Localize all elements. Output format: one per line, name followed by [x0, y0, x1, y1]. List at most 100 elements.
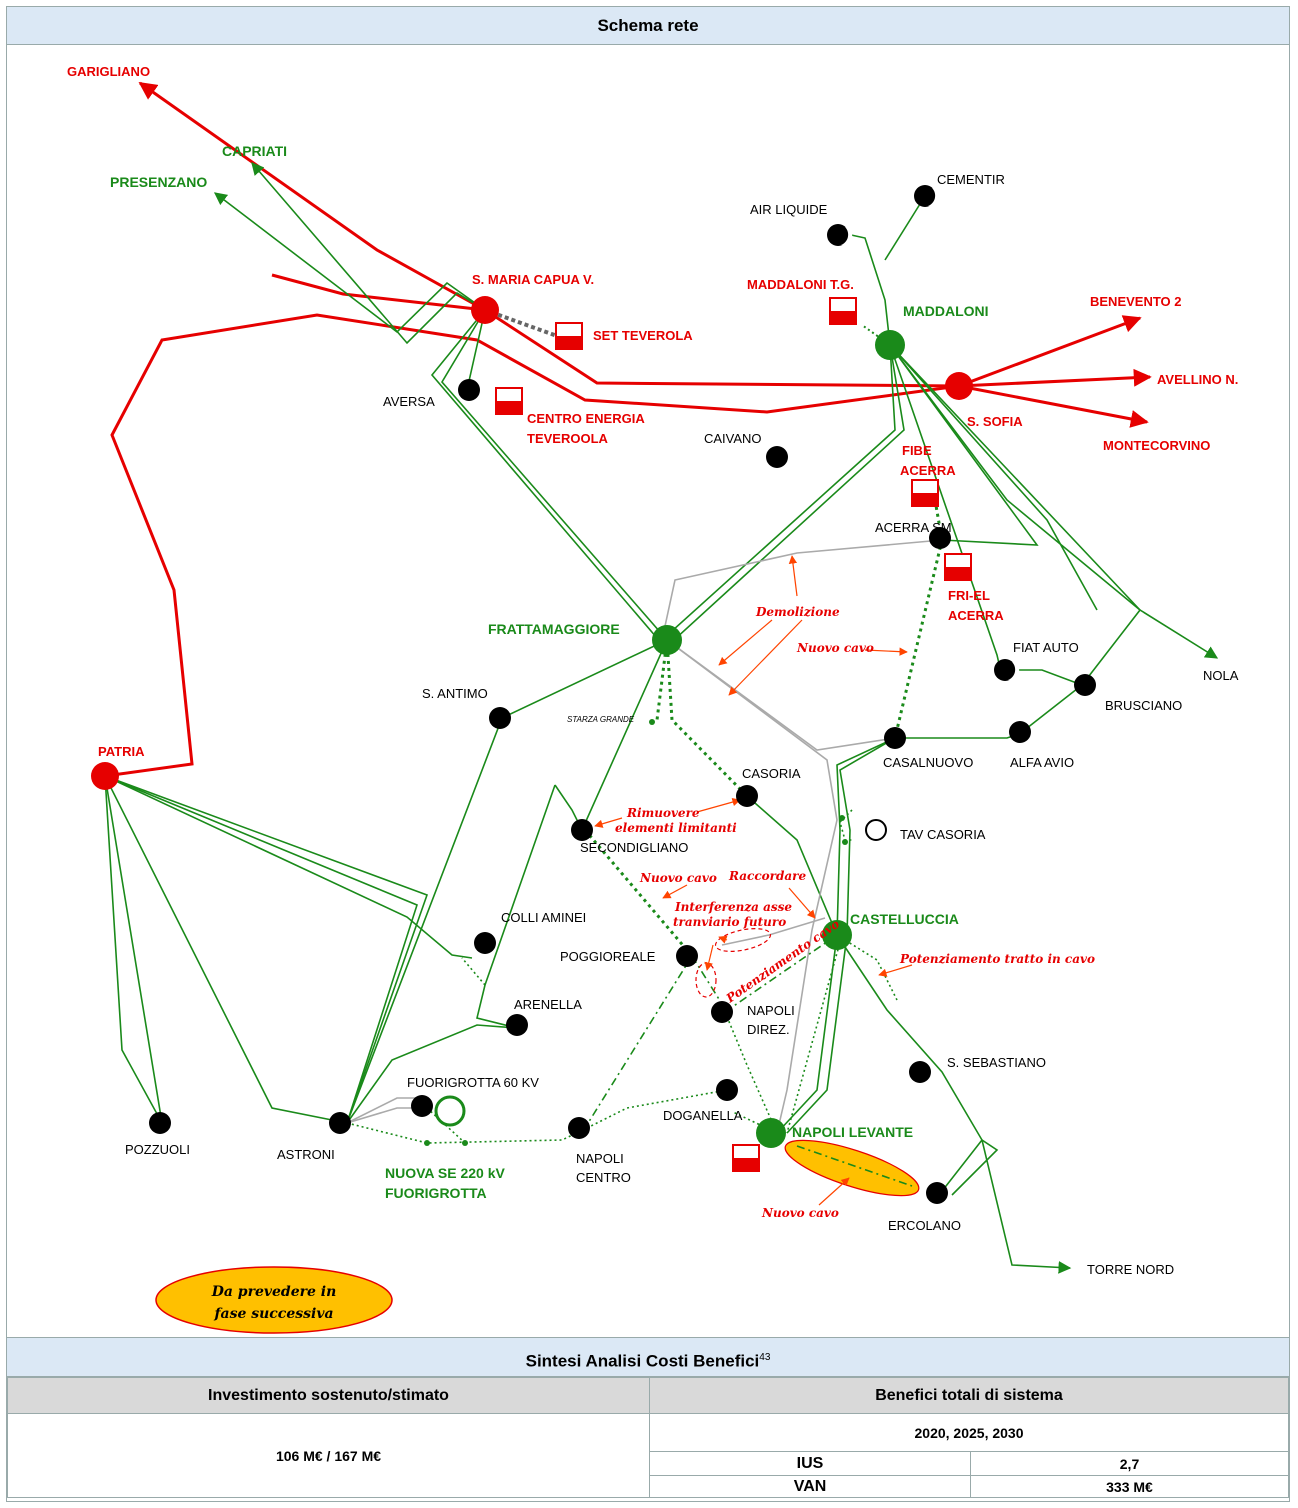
castelluccia-node	[822, 920, 852, 950]
label-astroni: ASTRONI	[277, 1147, 335, 1162]
van-label: VAN	[649, 1475, 971, 1498]
grey-lines	[346, 539, 943, 1134]
label-fiat-auto: FIAT AUTO	[1013, 640, 1079, 655]
label-avellino: AVELLINO N.	[1157, 372, 1238, 387]
note-rimuovere-1: Rimuovere	[626, 806, 700, 820]
label-torre-nord: TORRE NORD	[1087, 1262, 1174, 1277]
annotation-arrows	[594, 555, 913, 1206]
label-capriati: CAPRIATI	[222, 143, 287, 159]
labels-black: CEMENTIR AIR LIQUIDE AVERSA CAIVANO ACER…	[125, 172, 1239, 1277]
cost-benefit-header: Sintesi Analisi Costi Benefici43	[7, 1337, 1289, 1377]
benefits-header: Benefici totali di sistema	[649, 1377, 1289, 1414]
label-centro-energia-2: TEVEROOLA	[527, 431, 609, 446]
label-acerra-sm: ACERRA SM	[875, 520, 952, 535]
network-diagram: GARIGLIANO S. MARIA CAPUA V. SET TEVEROL…	[67, 64, 1239, 1334]
note-nuovo-cavo-2: Nuovo cavo	[639, 871, 717, 885]
labels-red: GARIGLIANO S. MARIA CAPUA V. SET TEVEROL…	[67, 64, 1238, 759]
ius-value: 2,7	[970, 1451, 1289, 1476]
label-alfa-avio: ALFA AVIO	[1010, 755, 1074, 770]
patria-node	[91, 762, 119, 790]
legend-ellipse	[155, 1266, 393, 1334]
label-friel-2: ACERRA	[948, 608, 1004, 623]
label-brusciano: BRUSCIANO	[1105, 698, 1182, 713]
investment-header: Investimento sostenuto/stimato	[7, 1377, 650, 1414]
label-benevento: BENEVENTO 2	[1090, 294, 1182, 309]
legend-line-2: fase successiva	[213, 1306, 333, 1322]
label-ercolano: ERCOLANO	[888, 1218, 961, 1233]
label-montecorvino: MONTECORVINO	[1103, 438, 1210, 453]
note-raccordare: Raccordare	[728, 869, 806, 883]
label-napoli-direz-2: DIREZ.	[747, 1022, 790, 1037]
labels-green: CAPRIATI PRESENZANO MADDALONI FRATTAMAGG…	[110, 143, 989, 1201]
note-potenziamento-tratto: Potenziamento tratto in cavo	[899, 952, 1095, 966]
label-starza: STARZA GRANDE	[567, 715, 635, 724]
label-patria: PATRIA	[98, 744, 145, 759]
label-air-liquide: AIR LIQUIDE	[750, 202, 828, 217]
label-napoli-centro-2: CENTRO	[576, 1170, 631, 1185]
footnote-ref: 43	[759, 1352, 771, 1363]
legend: Da prevedere in fase successiva	[155, 1266, 393, 1334]
label-presenzano: PRESENZANO	[110, 174, 207, 190]
label-nola: NOLA	[1203, 668, 1239, 683]
new-cables	[346, 309, 944, 1186]
label-nuova-se-1: NUOVA SE 220 kV	[385, 1165, 505, 1181]
ius-label: IUS	[649, 1451, 971, 1476]
label-arenella: ARENELLA	[514, 997, 582, 1012]
label-fibe-1: FIBE	[902, 443, 932, 458]
label-colli-aminei: COLLI AMINEI	[501, 910, 586, 925]
note-nuovo-cavo-3: Nuovo cavo	[761, 1206, 839, 1220]
plant-icons	[495, 297, 972, 1172]
benefit-years: 2020, 2025, 2030	[649, 1413, 1289, 1452]
green-lines	[104, 162, 1219, 1274]
label-casalnuovo: CASALNUOVO	[883, 755, 973, 770]
label-s-sebastiano: S. SEBASTIANO	[947, 1055, 1046, 1070]
label-fibe-2: ACERRA	[900, 463, 956, 478]
interference-highlight	[714, 928, 772, 952]
label-aversa: AVERSA	[383, 394, 435, 409]
page-frame	[6, 6, 1290, 1502]
label-caivano: CAIVANO	[704, 431, 762, 446]
label-napoli-direz-1: NAPOLI	[747, 1003, 795, 1018]
label-maddaloni-tg: MADDALONI T.G.	[747, 277, 854, 292]
van-value: 333 M€	[970, 1475, 1289, 1498]
black-node-markers	[149, 185, 1096, 1204]
label-s-maria: S. MARIA CAPUA V.	[472, 272, 594, 287]
label-s-sofia: S. SOFIA	[967, 414, 1023, 429]
label-tav-casoria: TAV CASORIA	[900, 827, 986, 842]
red-node-markers	[91, 296, 973, 790]
label-cementir: CEMENTIR	[937, 172, 1005, 187]
legend-line-1: Da prevedere in	[211, 1284, 337, 1300]
label-napoli-levante: NAPOLI LEVANTE	[792, 1124, 913, 1140]
label-secondigliano: SECONDIGLIANO	[580, 840, 688, 855]
investment-value: 106 M€ / 167 M€	[7, 1413, 650, 1498]
schema-header: Schema rete	[7, 7, 1289, 45]
label-fuorigrotta-60: FUORIGROTTA 60 KV	[407, 1075, 539, 1090]
label-garigliano: GARIGLIANO	[67, 64, 150, 79]
nuovo-cavo-highlight	[784, 1139, 920, 1197]
red-lines	[104, 81, 1152, 778]
label-castelluccia: CASTELLUCCIA	[850, 911, 959, 927]
label-pozzuoli: POZZUOLI	[125, 1142, 190, 1157]
cost-benefit-title: Sintesi Analisi Costi Benefici	[525, 1351, 760, 1371]
note-nuovo-cavo-1: Nuovo cavo	[796, 641, 874, 655]
label-s-antimo: S. ANTIMO	[422, 686, 488, 701]
s-sofia-node	[945, 372, 973, 400]
label-casoria: CASORIA	[742, 766, 801, 781]
cost-benefit-table: Investimento sostenuto/stimato Benefici …	[7, 1377, 1289, 1498]
label-doganella: DOGANELLA	[663, 1108, 743, 1123]
note-demolizione: Demolizione	[755, 605, 840, 619]
label-centro-energia-1: CENTRO ENERGIA	[527, 411, 645, 426]
label-set-teverola: SET TEVEROLA	[593, 328, 693, 343]
label-napoli-centro-1: NAPOLI	[576, 1151, 624, 1166]
label-nuova-se-2: FUORIGROTTA	[385, 1185, 487, 1201]
label-frattamaggiore: FRATTAMAGGIORE	[488, 621, 620, 637]
frattamaggiore-node	[652, 625, 682, 655]
napoli-levante-node	[756, 1118, 786, 1148]
green-node-markers	[424, 330, 905, 1148]
note-interferenza-1: Interferenza asse	[674, 900, 792, 914]
s-maria-node	[471, 296, 499, 324]
note-rimuovere-2: elementi limitanti	[615, 821, 737, 835]
schema-title: Schema rete	[597, 16, 699, 35]
label-poggioreale: POGGIOREALE	[560, 949, 656, 964]
label-maddaloni: MADDALONI	[903, 303, 989, 319]
